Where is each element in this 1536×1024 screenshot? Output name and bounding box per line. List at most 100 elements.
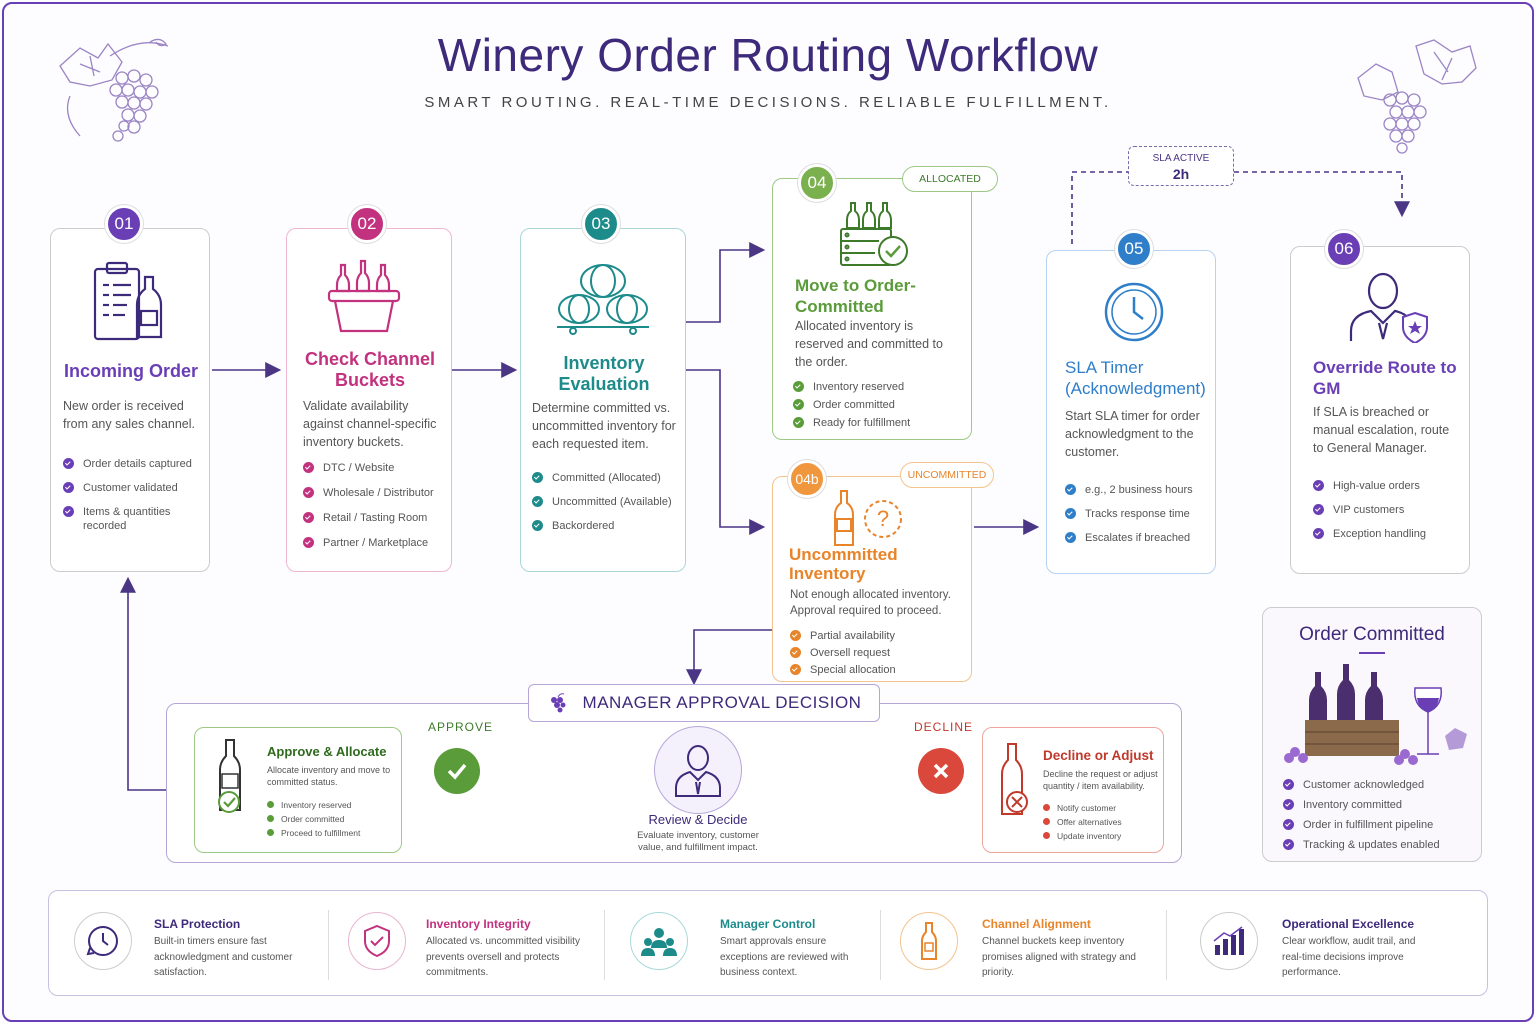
list-item-text: Customer acknowledged [1303, 779, 1425, 791]
step-number-badge: 04 [798, 164, 836, 202]
approve-label: APPROVE [428, 720, 494, 734]
title-underline [1359, 652, 1385, 654]
decline-adjust-card[interactable]: Decline or Adjust Decline the request or… [982, 727, 1164, 853]
step-title: Incoming Order [63, 361, 198, 381]
step-number-badge: 05 [1115, 230, 1153, 268]
bottle-icon [921, 922, 937, 960]
clock-icon [1104, 282, 1164, 342]
list-item: Order details captured [63, 457, 203, 471]
list-item: Partner / Marketplace [303, 536, 443, 550]
step-card-override-route-gm[interactable]: Override Route to GM If SLA is breached … [1290, 246, 1470, 574]
list-item: Retail / Tasting Room [303, 511, 443, 525]
list-item-text: Order details captured [83, 458, 192, 470]
list-item-text: Update inventory [1057, 831, 1122, 841]
check-icon [1313, 480, 1324, 491]
review-decide-avatar[interactable] [654, 726, 742, 814]
step-desc: Not enough allocated inventory. Approval… [790, 589, 951, 617]
list-item: Items & quantities recorded [63, 505, 203, 533]
decline-adjust-title: Decline or Adjust [1043, 748, 1154, 763]
list-item-text: Escalates if breached [1085, 532, 1191, 544]
list-item: DTC / Website [303, 461, 443, 475]
approve-checklist: Inventory reserved Order committed Proce… [267, 800, 397, 842]
grape-vine-right-icon [1357, 39, 1477, 154]
manager-approval-title: MANAGER APPROVAL DECISION [582, 693, 862, 712]
list-item-text: Wholesale / Distributor [323, 487, 434, 499]
approve-allocate-card[interactable]: Approve & Allocate Allocate inventory an… [194, 727, 402, 853]
list-item: High-value orders [1313, 479, 1463, 493]
list-item-text: e.g., 2 business hours [1085, 484, 1193, 496]
list-item: VIP customers [1313, 503, 1463, 517]
status-badge-allocated: ALLOCATED [902, 166, 998, 192]
check-icon [1065, 532, 1076, 543]
sla-active-box: SLA ACTIVE 2h [1128, 146, 1234, 186]
step-card-incoming-order[interactable]: Incoming Order New order is received fro… [50, 228, 210, 572]
decline-button[interactable] [918, 748, 964, 794]
list-item: Wholesale / Distributor [303, 486, 443, 500]
step-desc: New order is received from any sales cha… [63, 399, 196, 431]
approve-allocate-title: Approve & Allocate [267, 744, 387, 759]
check-icon [303, 512, 314, 523]
list-item: e.g., 2 business hours [1065, 483, 1215, 497]
list-item: Uncommitted (Available) [532, 495, 682, 509]
check-icon [1283, 799, 1294, 810]
step-number-badge: 04b [788, 460, 826, 498]
order-committed-checklist: Customer acknowledged Inventory committe… [1283, 778, 1479, 862]
list-item: Tracks response time [1065, 507, 1215, 521]
manager-shield-icon [1349, 272, 1428, 343]
step-number-badge: 01 [105, 205, 143, 243]
list-item-text: Order in fulfillment pipeline [1303, 819, 1434, 831]
review-decide-title: Review & Decide [648, 812, 748, 827]
step-desc: Validate availability against channel-sp… [303, 399, 437, 449]
step-checklist: Partial availability Oversell request Sp… [790, 629, 960, 687]
list-item: Update inventory [1043, 831, 1161, 841]
list-item-text: Tracking & updates enabled [1303, 839, 1440, 851]
step-title: Uncommitted Inventory [789, 545, 898, 583]
check-icon [793, 399, 804, 410]
step-number-badge: 02 [348, 205, 386, 243]
step-card-check-channel-buckets[interactable]: Check Channel Buckets Validate availabil… [286, 228, 452, 572]
feature-title: Channel Alignment [982, 917, 1091, 931]
order-committed-card[interactable]: Order Committed Customer acknowledged In… [1262, 607, 1482, 862]
feature-desc: Built-in timers ensure fast acknowledgme… [154, 936, 293, 978]
feature-title: Manager Control [720, 917, 816, 931]
list-item-text: Exception handling [1333, 528, 1426, 540]
list-item-text: Retail / Tasting Room [323, 512, 428, 524]
check-icon [447, 763, 467, 780]
list-item-text: VIP customers [1333, 504, 1405, 516]
step-card-move-to-order-committed[interactable]: Move to Order-Committed Allocated invent… [772, 178, 972, 440]
sla-active-value: 2h [1172, 166, 1190, 182]
sla-active-label: SLA ACTIVE [1152, 153, 1210, 164]
step-card-uncommitted-inventory[interactable]: ? Uncommitted Inventory Not enough alloc… [772, 476, 972, 682]
approve-button[interactable] [434, 748, 480, 794]
check-icon [267, 815, 274, 822]
clipboard-bottle-icon [93, 261, 163, 341]
check-icon [1065, 484, 1076, 495]
list-item: Proceed to fulfillment [267, 828, 397, 838]
list-item: Inventory reserved [267, 800, 397, 810]
feature-desc: Allocated vs. uncommitted visibility pre… [426, 936, 580, 978]
check-icon [1283, 779, 1294, 790]
list-item: Exception handling [1313, 527, 1463, 541]
bottle-decline-icon [1001, 743, 1028, 815]
step-checklist: Committed (Allocated) Uncommitted (Avail… [532, 471, 682, 543]
list-item-text: Ready for fulfillment [813, 417, 911, 429]
check-icon [793, 381, 804, 392]
team-icon [641, 928, 677, 956]
list-item-text: High-value orders [1333, 480, 1420, 492]
feature-title: Operational Excellence [1282, 917, 1415, 931]
step-checklist: Order details captured Customer validate… [63, 457, 203, 543]
feature-title: SLA Protection [154, 917, 241, 931]
step-card-sla-timer[interactable]: SLA Timer (Acknowledgment) Start SLA tim… [1046, 250, 1216, 574]
list-item: Notify customer [1043, 803, 1161, 813]
check-icon [793, 417, 804, 428]
divider [328, 910, 329, 980]
check-icon [267, 801, 274, 808]
step-card-inventory-evaluation[interactable]: Inventory Evaluation Determine committed… [520, 228, 686, 572]
step-title: Check Channel Buckets [304, 349, 436, 390]
feature-icon-manager-control [630, 912, 688, 970]
check-icon [303, 537, 314, 548]
step-desc: Determine committed vs. uncommitted inve… [532, 401, 676, 451]
check-icon [532, 496, 543, 507]
step-checklist: DTC / Website Wholesale / Distributor Re… [303, 461, 443, 560]
check-icon [63, 458, 74, 469]
